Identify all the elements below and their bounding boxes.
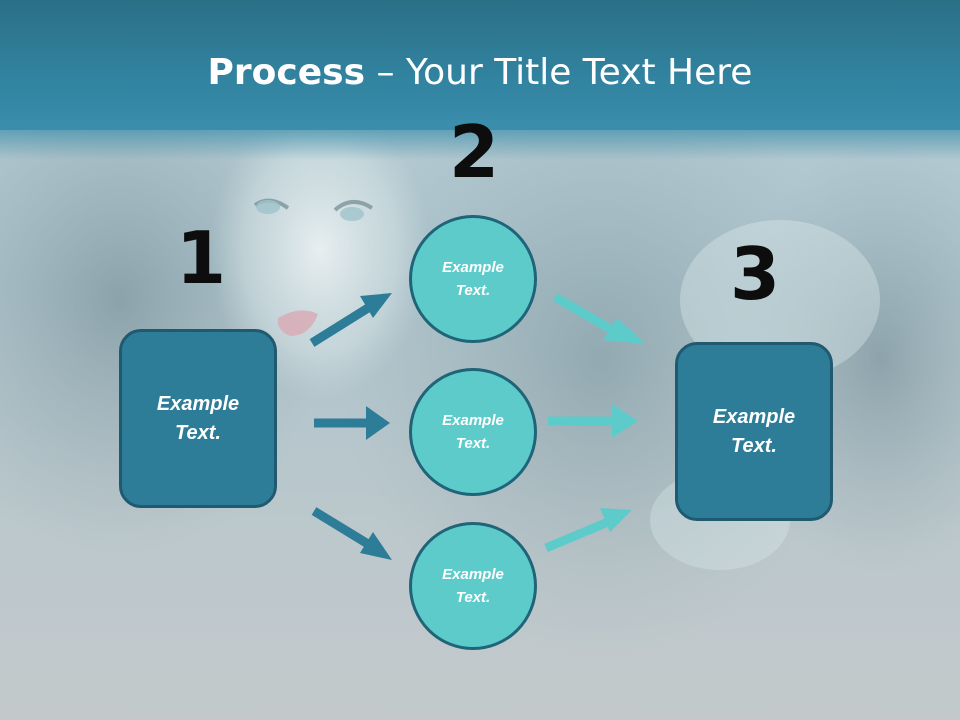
circle-middle-line-1: Example — [442, 412, 504, 429]
arrow-left-to-bottom — [311, 507, 392, 560]
arrow-middle-to-right — [548, 404, 638, 438]
title-fade — [0, 120, 960, 160]
circle-top-line-2: Text. — [455, 282, 491, 299]
step-number-3: 3 — [730, 232, 781, 316]
title-bold: Process — [207, 52, 366, 93]
circle-bottom-line-2: Text. — [455, 589, 491, 606]
left-box: Example Text. — [119, 329, 277, 508]
right-box-line-2: Text. — [731, 434, 777, 457]
arrow-bottom-to-right — [544, 508, 632, 553]
step-number-2: 2 — [449, 110, 500, 194]
arrow-top-to-right — [552, 293, 646, 344]
circle-top-line-1: Example — [442, 259, 504, 276]
circle-bottom-line-1: Example — [442, 566, 504, 583]
step-number-1: 1 — [176, 216, 227, 300]
circle-top: Example Text. — [409, 215, 537, 343]
left-box-line-2: Text. — [175, 421, 221, 444]
circle-middle: Example Text. — [409, 368, 537, 496]
arrow-left-to-top — [309, 293, 392, 347]
circle-middle-line-2: Text. — [455, 435, 491, 452]
title-rest: – Your Title Text Here — [365, 52, 753, 93]
title-band — [0, 0, 960, 130]
page-title: Process – Your Title Text Here — [0, 52, 960, 93]
left-box-line-1: Example — [156, 392, 240, 415]
circle-bottom: Example Text. — [409, 522, 537, 650]
right-box-line-1: Example — [712, 405, 796, 428]
right-box: Example Text. — [675, 342, 833, 521]
arrow-left-to-middle — [314, 406, 390, 440]
